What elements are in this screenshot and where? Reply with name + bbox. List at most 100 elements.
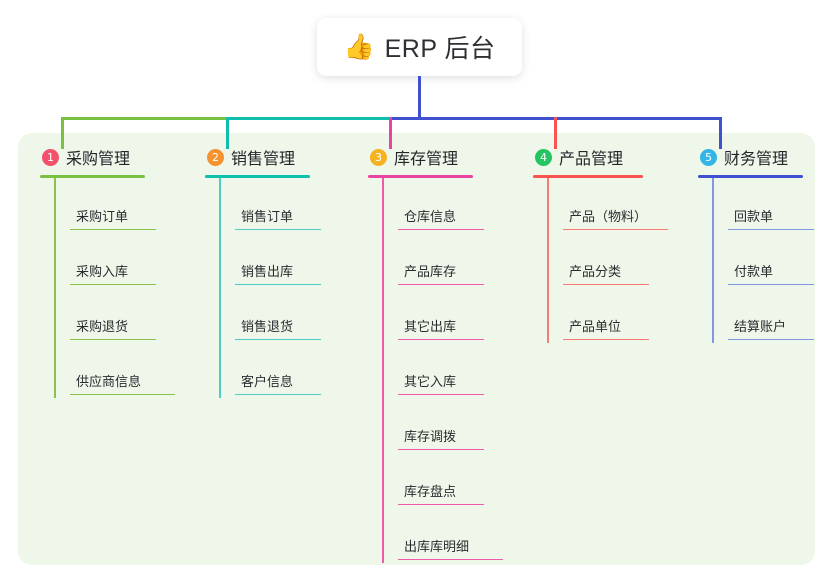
branch-number-badge: 1 — [42, 148, 59, 166]
branch-item[interactable]: 库存盘点 — [398, 453, 484, 508]
branch-item[interactable]: 结算账户 — [728, 288, 814, 343]
root-stem — [417, 76, 421, 120]
branch-stem-2 — [225, 116, 229, 149]
branch-item-label: 回款单 — [734, 209, 774, 224]
bar-segment-3 — [388, 116, 557, 120]
branch-stem-1 — [60, 116, 64, 149]
branch-item-underline — [235, 228, 321, 230]
branch-item[interactable]: 其它出库 — [398, 288, 484, 343]
branch-header-3[interactable]: 3 库存管理 — [368, 145, 473, 169]
branch-spine — [382, 178, 384, 563]
branch-item[interactable]: 回款单 — [728, 178, 814, 233]
branch-title: 产品管理 — [559, 151, 624, 168]
branch-number-badge: 4 — [535, 148, 552, 166]
branch-item-label: 产品分类 — [569, 264, 622, 279]
branch-item-label: 仓库信息 — [404, 209, 457, 224]
branch-item-underline — [70, 338, 156, 340]
bar-segment-2 — [225, 116, 392, 120]
branch-stem-5 — [718, 116, 722, 149]
branch-title: 库存管理 — [394, 151, 459, 168]
branch-item[interactable]: 采购入库 — [70, 233, 156, 288]
branch-stem-3 — [388, 116, 392, 149]
branch-column-4: 4 产品管理产品（物料） 产品分类产品单位 — [533, 145, 668, 343]
branch-item-label: 销售订单 — [241, 209, 294, 224]
branch-item-list: 销售订单销售出库销售退货客户信息 — [219, 178, 321, 398]
branch-item[interactable]: 采购订单 — [70, 178, 156, 233]
branch-item-label: 其它入库 — [404, 374, 457, 389]
branch-item[interactable]: 产品库存 — [398, 233, 484, 288]
branch-item-underline — [563, 283, 649, 285]
branch-title: 销售管理 — [231, 151, 296, 168]
branch-item-underline — [398, 283, 484, 285]
branch-item[interactable]: 供应商信息 — [70, 343, 175, 398]
branch-item[interactable]: 库存调拨 — [398, 398, 484, 453]
branch-item-label: 出库库明细 — [404, 539, 470, 554]
branch-item-label: 采购入库 — [76, 264, 129, 279]
branch-item-label: 产品库存 — [404, 264, 457, 279]
bar-segment-4 — [553, 116, 722, 120]
thumbs-up-icon: 👍 — [343, 32, 375, 61]
branch-item-label: 销售退货 — [241, 319, 294, 334]
bar-segment-1 — [60, 116, 229, 120]
root-title: ERP 后台 — [384, 35, 496, 63]
branch-item[interactable]: 付款单 — [728, 233, 814, 288]
branch-item[interactable]: 仓库信息 — [398, 178, 484, 233]
branch-item[interactable]: 产品单位 — [563, 288, 649, 343]
branch-item-label: 销售出库 — [241, 264, 294, 279]
branch-stem-4 — [553, 116, 557, 149]
branch-item[interactable]: 出库库明细 — [398, 508, 503, 563]
branch-column-3: 3 库存管理仓库信息产品库存其它出库其它入库库存调拨库存盘点出库库明细 — [368, 145, 503, 563]
branch-item-label: 付款单 — [734, 264, 774, 279]
branch-item-list: 回款单付款单结算账户 — [712, 178, 814, 343]
branch-item[interactable]: 销售订单 — [235, 178, 321, 233]
branch-item-list: 仓库信息产品库存其它出库其它入库库存调拨库存盘点出库库明细 — [382, 178, 503, 563]
branch-item-underline — [398, 338, 484, 340]
branches-panel — [18, 133, 815, 565]
branch-item-underline — [728, 338, 814, 340]
branch-item[interactable]: 其它入库 — [398, 343, 484, 398]
branch-item-underline — [235, 393, 321, 395]
branch-item[interactable]: 客户信息 — [235, 343, 321, 398]
branch-item-underline — [398, 448, 484, 450]
branch-header-4[interactable]: 4 产品管理 — [533, 145, 643, 169]
branch-item-underline — [235, 283, 321, 285]
branch-title: 财务管理 — [724, 151, 789, 168]
branch-item-label: 库存盘点 — [404, 484, 457, 499]
branch-spine — [219, 178, 221, 398]
branch-header-underline — [205, 175, 310, 178]
branch-spine — [54, 178, 56, 398]
branch-item-underline — [235, 338, 321, 340]
branch-item[interactable]: 产品分类 — [563, 233, 649, 288]
root-node[interactable]: 👍 ERP 后台 — [317, 18, 522, 76]
branch-item-label: 产品单位 — [569, 319, 622, 334]
branch-item-label: 客户信息 — [241, 374, 294, 389]
branch-item-underline — [70, 283, 156, 285]
branch-spine — [547, 178, 549, 343]
branch-item-label: 采购退货 — [76, 319, 129, 334]
branch-item-underline — [728, 283, 814, 285]
branch-item-list: 产品（物料） 产品分类产品单位 — [547, 178, 668, 343]
branch-item-underline — [398, 228, 484, 230]
branch-item[interactable]: 产品（物料） — [563, 178, 668, 233]
branch-item[interactable]: 销售退货 — [235, 288, 321, 343]
branch-item[interactable]: 采购退货 — [70, 288, 156, 343]
branch-number-badge: 3 — [370, 148, 387, 166]
branch-item-underline — [398, 503, 484, 505]
branch-item[interactable]: 销售出库 — [235, 233, 321, 288]
branch-item-underline — [563, 228, 668, 230]
branch-item-underline — [70, 228, 156, 230]
branch-item-underline — [563, 338, 649, 340]
branch-item-label: 采购订单 — [76, 209, 129, 224]
branch-item-label: 库存调拨 — [404, 429, 457, 444]
branch-item-list: 采购订单采购入库采购退货供应商信息 — [54, 178, 175, 398]
branch-item-label: 结算账户 — [734, 319, 787, 334]
branch-item-underline — [70, 393, 175, 395]
branch-header-underline — [533, 175, 643, 178]
